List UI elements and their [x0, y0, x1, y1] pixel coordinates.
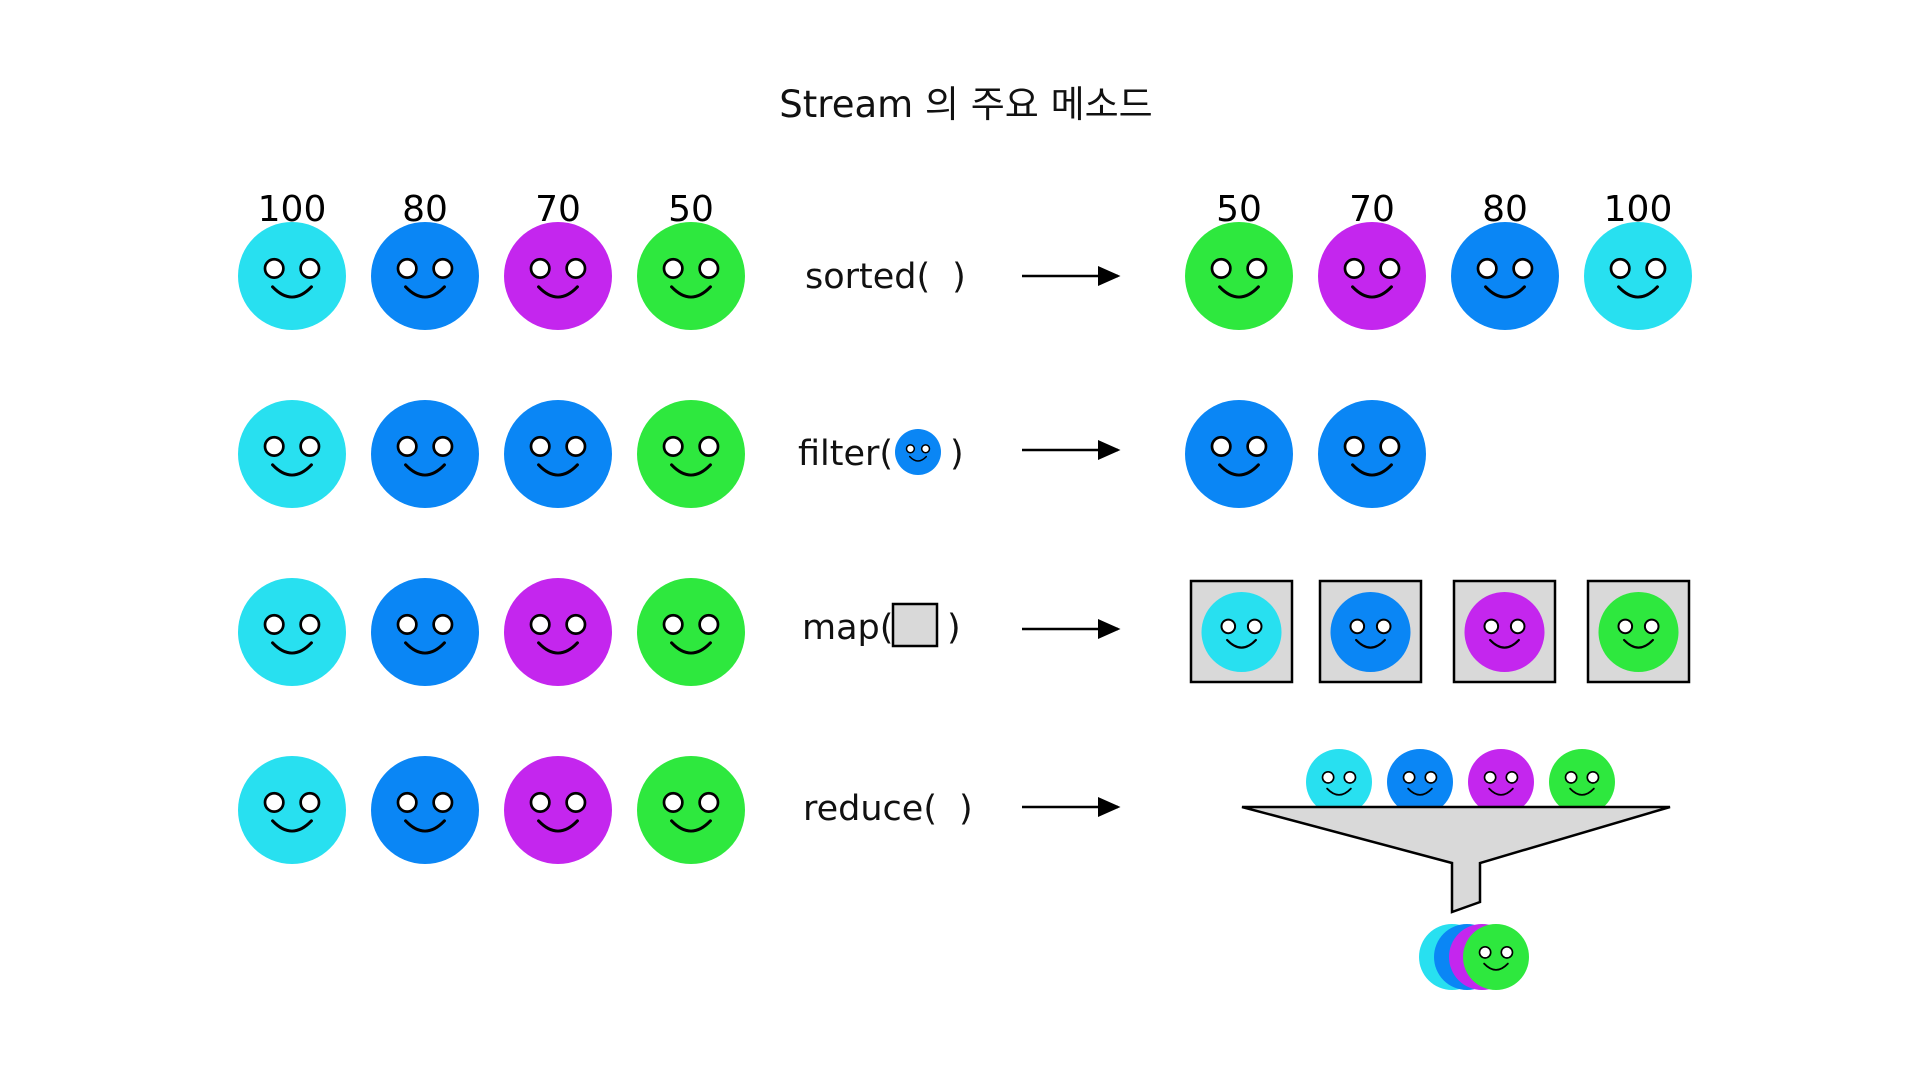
- map-output-boxed-face-1: [1189, 579, 1294, 684]
- method-filter-prefix: filter(: [798, 434, 893, 474]
- input-face-row4-2: [371, 756, 479, 864]
- input-face-row2-4: [637, 400, 745, 508]
- input-face-row2-1: [238, 400, 346, 508]
- filter-output-face-2: [1318, 400, 1426, 508]
- map-output-boxed-face-3: [1452, 579, 1557, 684]
- input-face-row1-2: [371, 222, 479, 330]
- method-map-suffix: ): [947, 608, 961, 648]
- method-sorted-label: sorted(): [805, 257, 966, 297]
- input-face-row3-3: [504, 578, 612, 686]
- map-output-face-1: [1201, 592, 1282, 672]
- funnel-input-face-2: [1387, 749, 1453, 815]
- input-label-3: 70: [535, 189, 581, 230]
- input-face-row3-4: [637, 578, 745, 686]
- map-output-boxed-face-4: [1586, 579, 1691, 684]
- method-map-prefix: map(: [802, 608, 893, 648]
- input-face-row4-3: [504, 756, 612, 864]
- filter-argument-face-icon: [895, 429, 941, 475]
- method-map: map( ): [802, 608, 961, 648]
- input-face-row3-1: [238, 578, 346, 686]
- faces-layer: 100 80 70 50 50 70 80 100: [238, 189, 1692, 990]
- method-reduce: reduce(): [803, 789, 973, 829]
- funnel-input-face-3: [1468, 749, 1534, 815]
- sorted-output-face-3: [1451, 222, 1559, 330]
- input-label-4: 50: [668, 189, 714, 230]
- diagram-title: Stream 의 주요 메소드: [779, 83, 1152, 126]
- method-filter-suffix: ): [950, 434, 964, 474]
- filter-output-face-1: [1185, 400, 1293, 508]
- input-face-row2-3: [504, 400, 612, 508]
- sorted-output-face-2: [1318, 222, 1426, 330]
- funnel: [1241, 805, 1671, 914]
- reduce-result-face: [1463, 924, 1529, 990]
- input-label-1: 100: [258, 189, 327, 230]
- method-reduce-label: reduce(): [803, 789, 973, 829]
- input-face-row1-3: [504, 222, 612, 330]
- output-label-3: 80: [1482, 189, 1528, 230]
- sorted-output-face-1: [1185, 222, 1293, 330]
- map-argument-box-icon: [891, 602, 939, 648]
- map-output-boxed-face-2: [1318, 579, 1423, 684]
- funnel-input-face-1: [1306, 749, 1372, 815]
- map-output-face-3: [1464, 592, 1545, 672]
- method-filter: filter( ): [798, 434, 964, 474]
- funnel-input-face-4: [1549, 749, 1615, 815]
- input-label-2: 80: [402, 189, 448, 230]
- input-face-row2-2: [371, 400, 479, 508]
- input-face-row1-4: [637, 222, 745, 330]
- output-label-2: 70: [1349, 189, 1395, 230]
- method-sorted: sorted(): [805, 257, 966, 297]
- input-face-row4-4: [637, 756, 745, 864]
- output-label-4: 100: [1604, 189, 1673, 230]
- sorted-output-face-4: [1584, 222, 1692, 330]
- map-output-face-2: [1330, 592, 1411, 672]
- input-face-row1-1: [238, 222, 346, 330]
- input-face-row4-1: [238, 756, 346, 864]
- output-label-1: 50: [1216, 189, 1262, 230]
- input-face-row3-2: [371, 578, 479, 686]
- map-output-face-4: [1598, 592, 1679, 672]
